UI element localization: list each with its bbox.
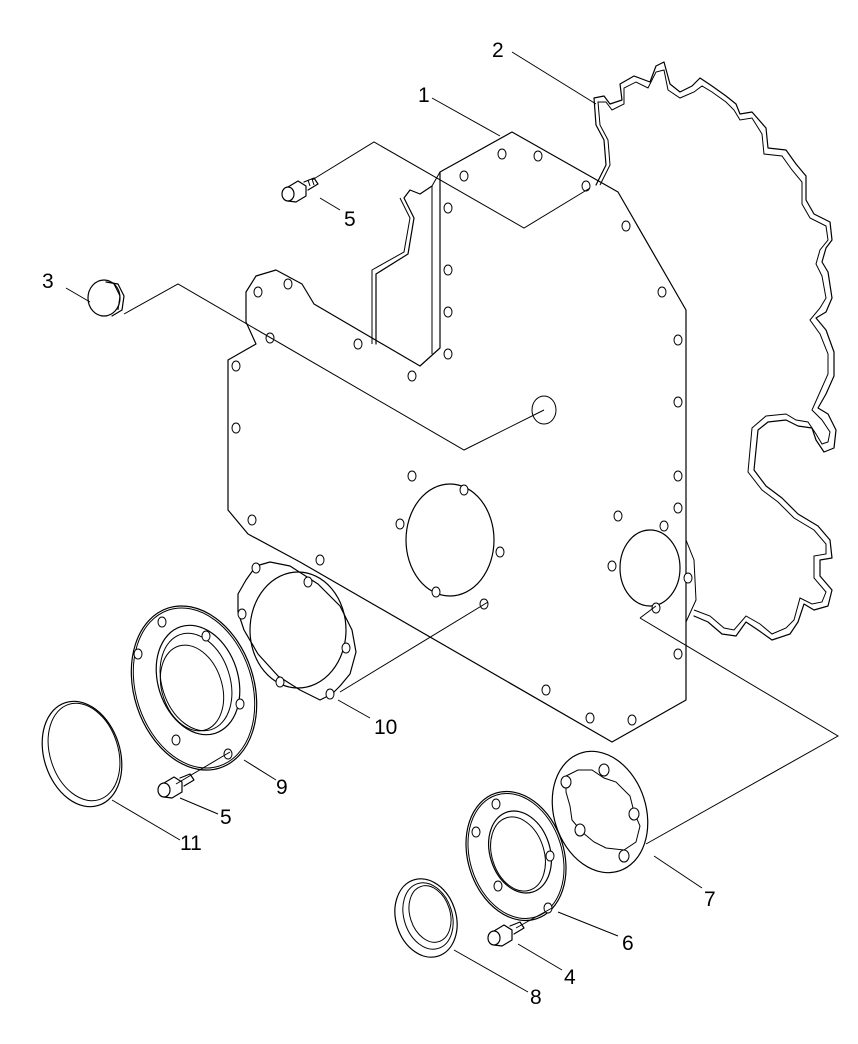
- cover-bolt-holes: [231, 148, 683, 726]
- callout-10: 10: [374, 716, 397, 739]
- part-5-bolt-lower[interactable]: [157, 773, 195, 799]
- callout-5-upper: 5: [344, 208, 356, 231]
- callout-3: 3: [42, 270, 54, 293]
- part-11-o-ring[interactable]: [29, 691, 135, 817]
- callout-1: 1: [418, 84, 430, 107]
- part-3-plug[interactable]: [87, 279, 125, 317]
- callout-7: 7: [704, 888, 716, 911]
- callout-2: 2: [492, 39, 504, 62]
- center-opening: [395, 470, 505, 610]
- callout-9: 9: [276, 776, 288, 799]
- part-5-bolt-upper[interactable]: [281, 177, 319, 203]
- part-1-front-cover[interactable]: [227, 131, 697, 743]
- part-7-gasket[interactable]: [537, 739, 663, 885]
- callout-4: 4: [564, 966, 576, 989]
- callout-6: 6: [622, 932, 634, 955]
- part-2-gasket[interactable]: [593, 61, 837, 641]
- part-6-seal-housing[interactable]: [450, 778, 582, 933]
- leader-lines: [65, 51, 839, 993]
- right-opening: [607, 510, 693, 614]
- callout-8: 8: [530, 986, 542, 1009]
- part-4-bolt[interactable]: [487, 921, 525, 947]
- part-9-seal-housing[interactable]: [111, 590, 277, 787]
- callout-labels: 1 2 3 4 5 5 6 7 8 9 10 11: [42, 39, 716, 1009]
- callout-5-lower: 5: [220, 806, 232, 829]
- callout-11: 11: [180, 832, 202, 855]
- part-10-gasket[interactable]: [237, 561, 357, 701]
- part-8-oil-seal[interactable]: [385, 871, 467, 966]
